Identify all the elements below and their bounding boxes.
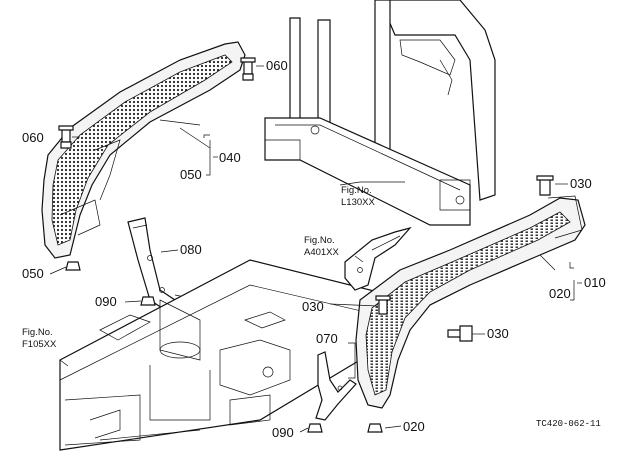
ref-l130-code: L130XX xyxy=(341,197,375,208)
label-050-upper: 050 xyxy=(180,167,202,182)
bracket-070 xyxy=(315,351,357,421)
bolt-060-left xyxy=(58,125,74,149)
label-090-lower: 090 xyxy=(272,425,294,440)
bolt-030-upper xyxy=(536,175,554,196)
label-070: 070 xyxy=(316,331,338,346)
drawing-code: TC420-062-11 xyxy=(536,419,601,429)
ref-a401-code: A401XX xyxy=(304,247,340,258)
cross-beam xyxy=(264,117,471,226)
sub-bracket xyxy=(344,226,412,291)
left-fender-040 xyxy=(41,41,246,259)
label-010: 010 xyxy=(584,275,606,290)
bolt-030-mid xyxy=(375,295,391,315)
chassis-floor xyxy=(59,259,411,451)
label-040: 040 xyxy=(219,150,241,165)
bolt-060-upper xyxy=(240,57,256,81)
label-080: 080 xyxy=(180,242,202,257)
nut-090-lower xyxy=(307,423,323,433)
label-030-mid: 030 xyxy=(302,299,324,314)
label-020-upper: 020 xyxy=(549,286,571,301)
ref-l130-fig: Fig.No. xyxy=(341,185,372,196)
nut-090-upper xyxy=(140,296,156,306)
rops-frame xyxy=(289,0,496,201)
label-030-upper: 030 xyxy=(570,176,592,191)
label-050-lower: 050 xyxy=(22,266,44,281)
nut-050 xyxy=(65,261,81,271)
label-060-upper: 060 xyxy=(266,58,288,73)
leader-lines xyxy=(49,65,582,433)
label-060-left: 060 xyxy=(22,130,44,145)
ref-a401-fig: Fig.No. xyxy=(304,235,335,246)
bolt-030-right xyxy=(447,325,473,342)
label-090-upper: 090 xyxy=(95,294,117,309)
ref-f105-code: F105XX xyxy=(22,339,57,350)
label-030-right: 030 xyxy=(487,326,509,341)
label-020-lower: 020 xyxy=(403,419,425,434)
nut-020-lower xyxy=(367,423,383,433)
ref-f105-fig: Fig.No. xyxy=(22,327,53,338)
right-fender-010 xyxy=(355,195,586,409)
